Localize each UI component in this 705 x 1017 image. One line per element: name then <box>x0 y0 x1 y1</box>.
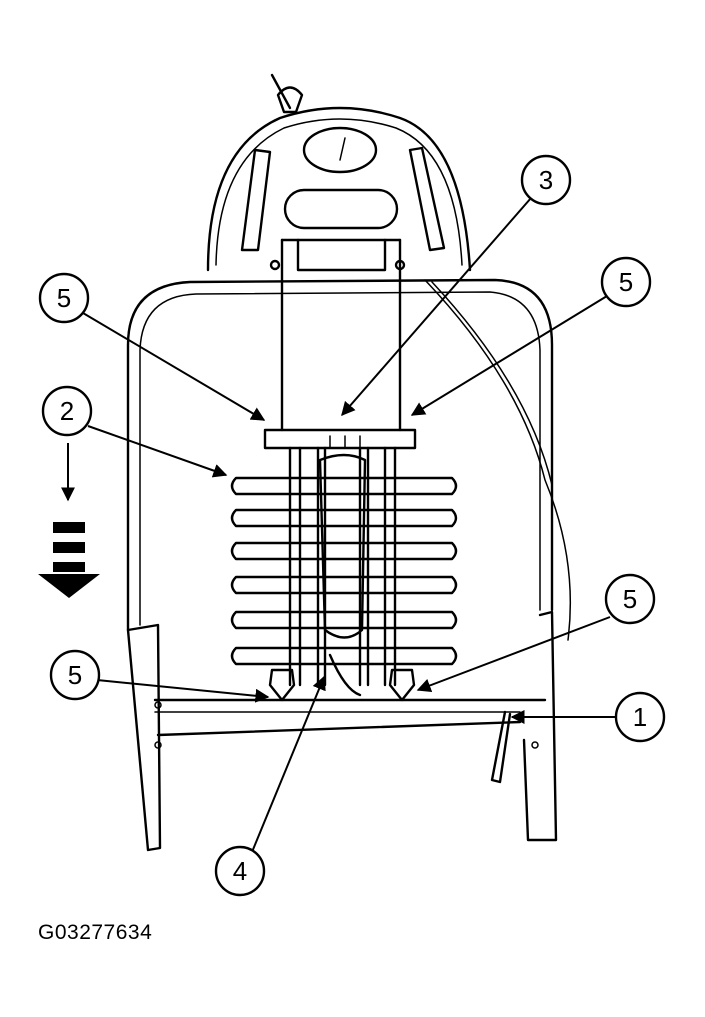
leader-line-2 <box>87 425 228 478</box>
down-arrow-icon <box>38 443 100 598</box>
leader-lines <box>82 197 618 853</box>
figure-id-label: G03277634 <box>38 921 153 944</box>
callout-5-top-left: 5 <box>38 272 90 324</box>
svg-text:2: 2 <box>60 396 74 426</box>
svg-text:1: 1 <box>633 702 647 732</box>
svg-text:5: 5 <box>619 267 633 297</box>
leader-line-5-top-right <box>410 295 608 416</box>
callout-1: 1 <box>614 691 666 743</box>
leader-line-4 <box>251 675 326 853</box>
leader-line-5-top-left <box>82 312 266 421</box>
svg-text:4: 4 <box>233 856 247 886</box>
svg-text:3: 3 <box>539 165 553 195</box>
svg-text:5: 5 <box>57 283 71 313</box>
svg-text:5: 5 <box>623 584 637 614</box>
callout-5-top-right: 5 <box>600 256 652 308</box>
leader-line-5-lower-right <box>416 616 611 693</box>
leader-line-3 <box>341 197 532 417</box>
headrest <box>206 73 472 272</box>
callout-5-lower-right: 5 <box>604 573 656 625</box>
lower-mounts <box>268 653 421 702</box>
leader-line-5-lower-left <box>96 679 270 703</box>
callout-3: 3 <box>520 154 572 206</box>
center-guide-channel <box>263 238 417 450</box>
callout-5-lower-left: 5 <box>49 649 101 701</box>
svg-text:5: 5 <box>68 660 82 690</box>
seat-back-frame <box>126 278 572 852</box>
lumbar-support-grid <box>230 446 458 687</box>
callout-2: 2 <box>41 385 93 437</box>
callout-4: 4 <box>214 845 266 897</box>
